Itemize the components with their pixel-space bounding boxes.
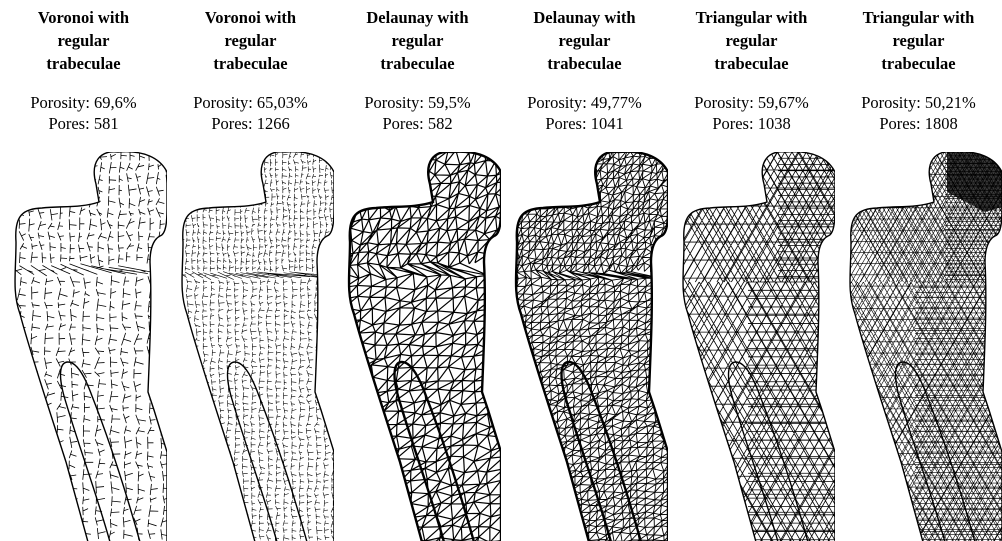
- trabecula-mesh: [334, 152, 501, 541]
- femur-outline: [683, 152, 835, 541]
- panel-stats: Porosity: 59,67% Pores: 1038: [668, 92, 835, 134]
- pores-count: Pores: 1041: [501, 113, 668, 134]
- panel-stats: Porosity: 65,03% Pores: 1266: [167, 92, 334, 134]
- pores-count: Pores: 582: [334, 113, 501, 134]
- lattice-panel-triangular-2: Triangular with regular trabeculae Poros…: [835, 0, 1002, 541]
- panel-title: Voronoi with regular trabeculae: [0, 6, 167, 75]
- panel-title-line: regular: [167, 29, 334, 52]
- femur-lattice-image: [167, 152, 334, 541]
- panel-title-line: trabeculae: [835, 52, 1002, 75]
- lattice-struts: [835, 152, 1002, 541]
- panel-title-line: regular: [668, 29, 835, 52]
- panel-title-line: trabeculae: [668, 52, 835, 75]
- panel-title: Delaunay with regular trabeculae: [334, 6, 501, 75]
- lattice-struts: [668, 152, 835, 541]
- lattice-struts: [334, 152, 501, 541]
- panel-title-line: Voronoi with: [0, 6, 167, 29]
- panel-title: Triangular with regular trabeculae: [835, 6, 1002, 75]
- porosity-value: Porosity: 69,6%: [0, 92, 167, 113]
- lattice-panel-delaunay-1: Delaunay with regular trabeculae Porosit…: [334, 0, 501, 541]
- femur-lattice-image: [334, 152, 501, 541]
- trabecula-mesh: [668, 152, 835, 541]
- femur-lattice-image: [835, 152, 1002, 541]
- pores-count: Pores: 1038: [668, 113, 835, 134]
- panel-title-line: Triangular with: [835, 6, 1002, 29]
- lattice-panel-delaunay-2: Delaunay with regular trabeculae Porosit…: [501, 0, 668, 541]
- pores-count: Pores: 1266: [167, 113, 334, 134]
- panel-title-line: trabeculae: [167, 52, 334, 75]
- trabecula-mesh: [167, 152, 334, 541]
- panel-stats: Porosity: 49,77% Pores: 1041: [501, 92, 668, 134]
- porosity-value: Porosity: 49,77%: [501, 92, 668, 113]
- trabecula-mesh: [501, 152, 668, 541]
- panel-title: Triangular with regular trabeculae: [668, 6, 835, 75]
- pores-count: Pores: 1808: [835, 113, 1002, 134]
- panel-title: Delaunay with regular trabeculae: [501, 6, 668, 75]
- femur-lattice-image: [0, 152, 167, 541]
- porosity-value: Porosity: 59,67%: [668, 92, 835, 113]
- lattice-panel-triangular-1: Triangular with regular trabeculae Poros…: [668, 0, 835, 541]
- panel-stats: Porosity: 59,5% Pores: 582: [334, 92, 501, 134]
- trabecula-mesh: [0, 152, 167, 541]
- panel-title-line: Delaunay with: [334, 6, 501, 29]
- panel-title-line: Voronoi with: [167, 6, 334, 29]
- panel-title-line: trabeculae: [501, 52, 668, 75]
- porosity-value: Porosity: 50,21%: [835, 92, 1002, 113]
- panel-title: Voronoi with regular trabeculae: [167, 6, 334, 75]
- lattice-struts: [167, 152, 334, 541]
- lattice-panel-voronoi-1: Voronoi with regular trabeculae Porosity…: [0, 0, 167, 541]
- porosity-value: Porosity: 65,03%: [167, 92, 334, 113]
- panel-title-line: trabeculae: [334, 52, 501, 75]
- femur-lattice-image: [668, 152, 835, 541]
- panel-title-line: regular: [0, 29, 167, 52]
- pores-count: Pores: 581: [0, 113, 167, 134]
- panel-title-line: regular: [835, 29, 1002, 52]
- lattice-panel-voronoi-2: Voronoi with regular trabeculae Porosity…: [167, 0, 334, 541]
- panel-title-line: trabeculae: [0, 52, 167, 75]
- panel-title-line: Delaunay with: [501, 6, 668, 29]
- lattice-struts: [501, 152, 668, 541]
- panel-stats: Porosity: 69,6% Pores: 581: [0, 92, 167, 134]
- femur-outline: [15, 152, 167, 541]
- panel-stats: Porosity: 50,21% Pores: 1808: [835, 92, 1002, 134]
- femur-lattice-image: [501, 152, 668, 541]
- panel-title-line: Triangular with: [668, 6, 835, 29]
- panel-title-line: regular: [334, 29, 501, 52]
- lattice-struts: [0, 152, 167, 541]
- porosity-value: Porosity: 59,5%: [334, 92, 501, 113]
- trabecula-mesh: [835, 152, 1002, 541]
- panel-title-line: regular: [501, 29, 668, 52]
